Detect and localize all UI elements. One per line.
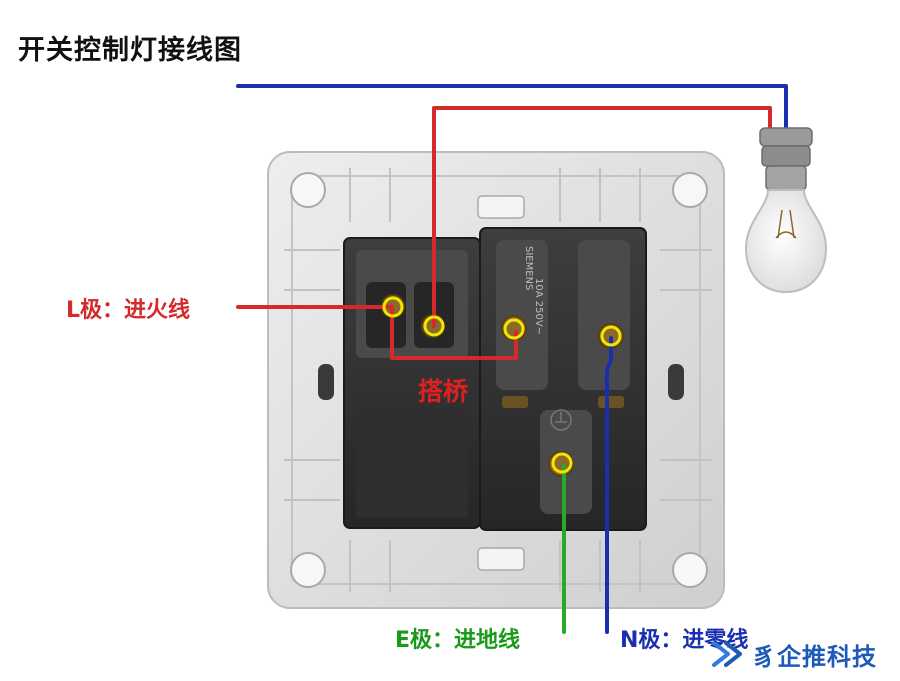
l-terminal-marker	[382, 296, 404, 318]
switched-live-wire	[432, 106, 772, 328]
corner-screw-hole	[290, 552, 326, 588]
watermark-text: 豸企推科技	[752, 642, 877, 671]
n-terminal-marker	[600, 325, 622, 347]
corner-screw-hole	[290, 172, 326, 208]
switch-rating-mark: 10A 250V~	[533, 278, 544, 335]
corner-screw-hole	[672, 172, 708, 208]
light-bulb-icon	[744, 127, 828, 294]
switch-brand-mark: SIEMENS	[523, 246, 534, 290]
page-title: 开关控制灯接线图	[18, 35, 242, 66]
l-pole-label: L极：进火线	[66, 298, 191, 323]
corner-screw-hole	[672, 552, 708, 588]
bridge-label: 搭桥	[418, 377, 469, 406]
brand-logo-icon	[712, 641, 742, 667]
ground-symbol-icon	[550, 409, 572, 431]
bridge-wire	[390, 305, 518, 360]
n-pole-label: N极：进零线	[620, 628, 749, 653]
l1-terminal-marker	[423, 315, 445, 337]
e-terminal-marker	[551, 452, 573, 474]
e-pole-label: E极：进地线	[395, 628, 521, 653]
neutral-wire-top	[236, 84, 788, 137]
bridge-terminal-marker	[503, 318, 525, 340]
n-pole-leader-line	[605, 336, 613, 634]
watermark: 豸企推科技	[712, 636, 877, 672]
